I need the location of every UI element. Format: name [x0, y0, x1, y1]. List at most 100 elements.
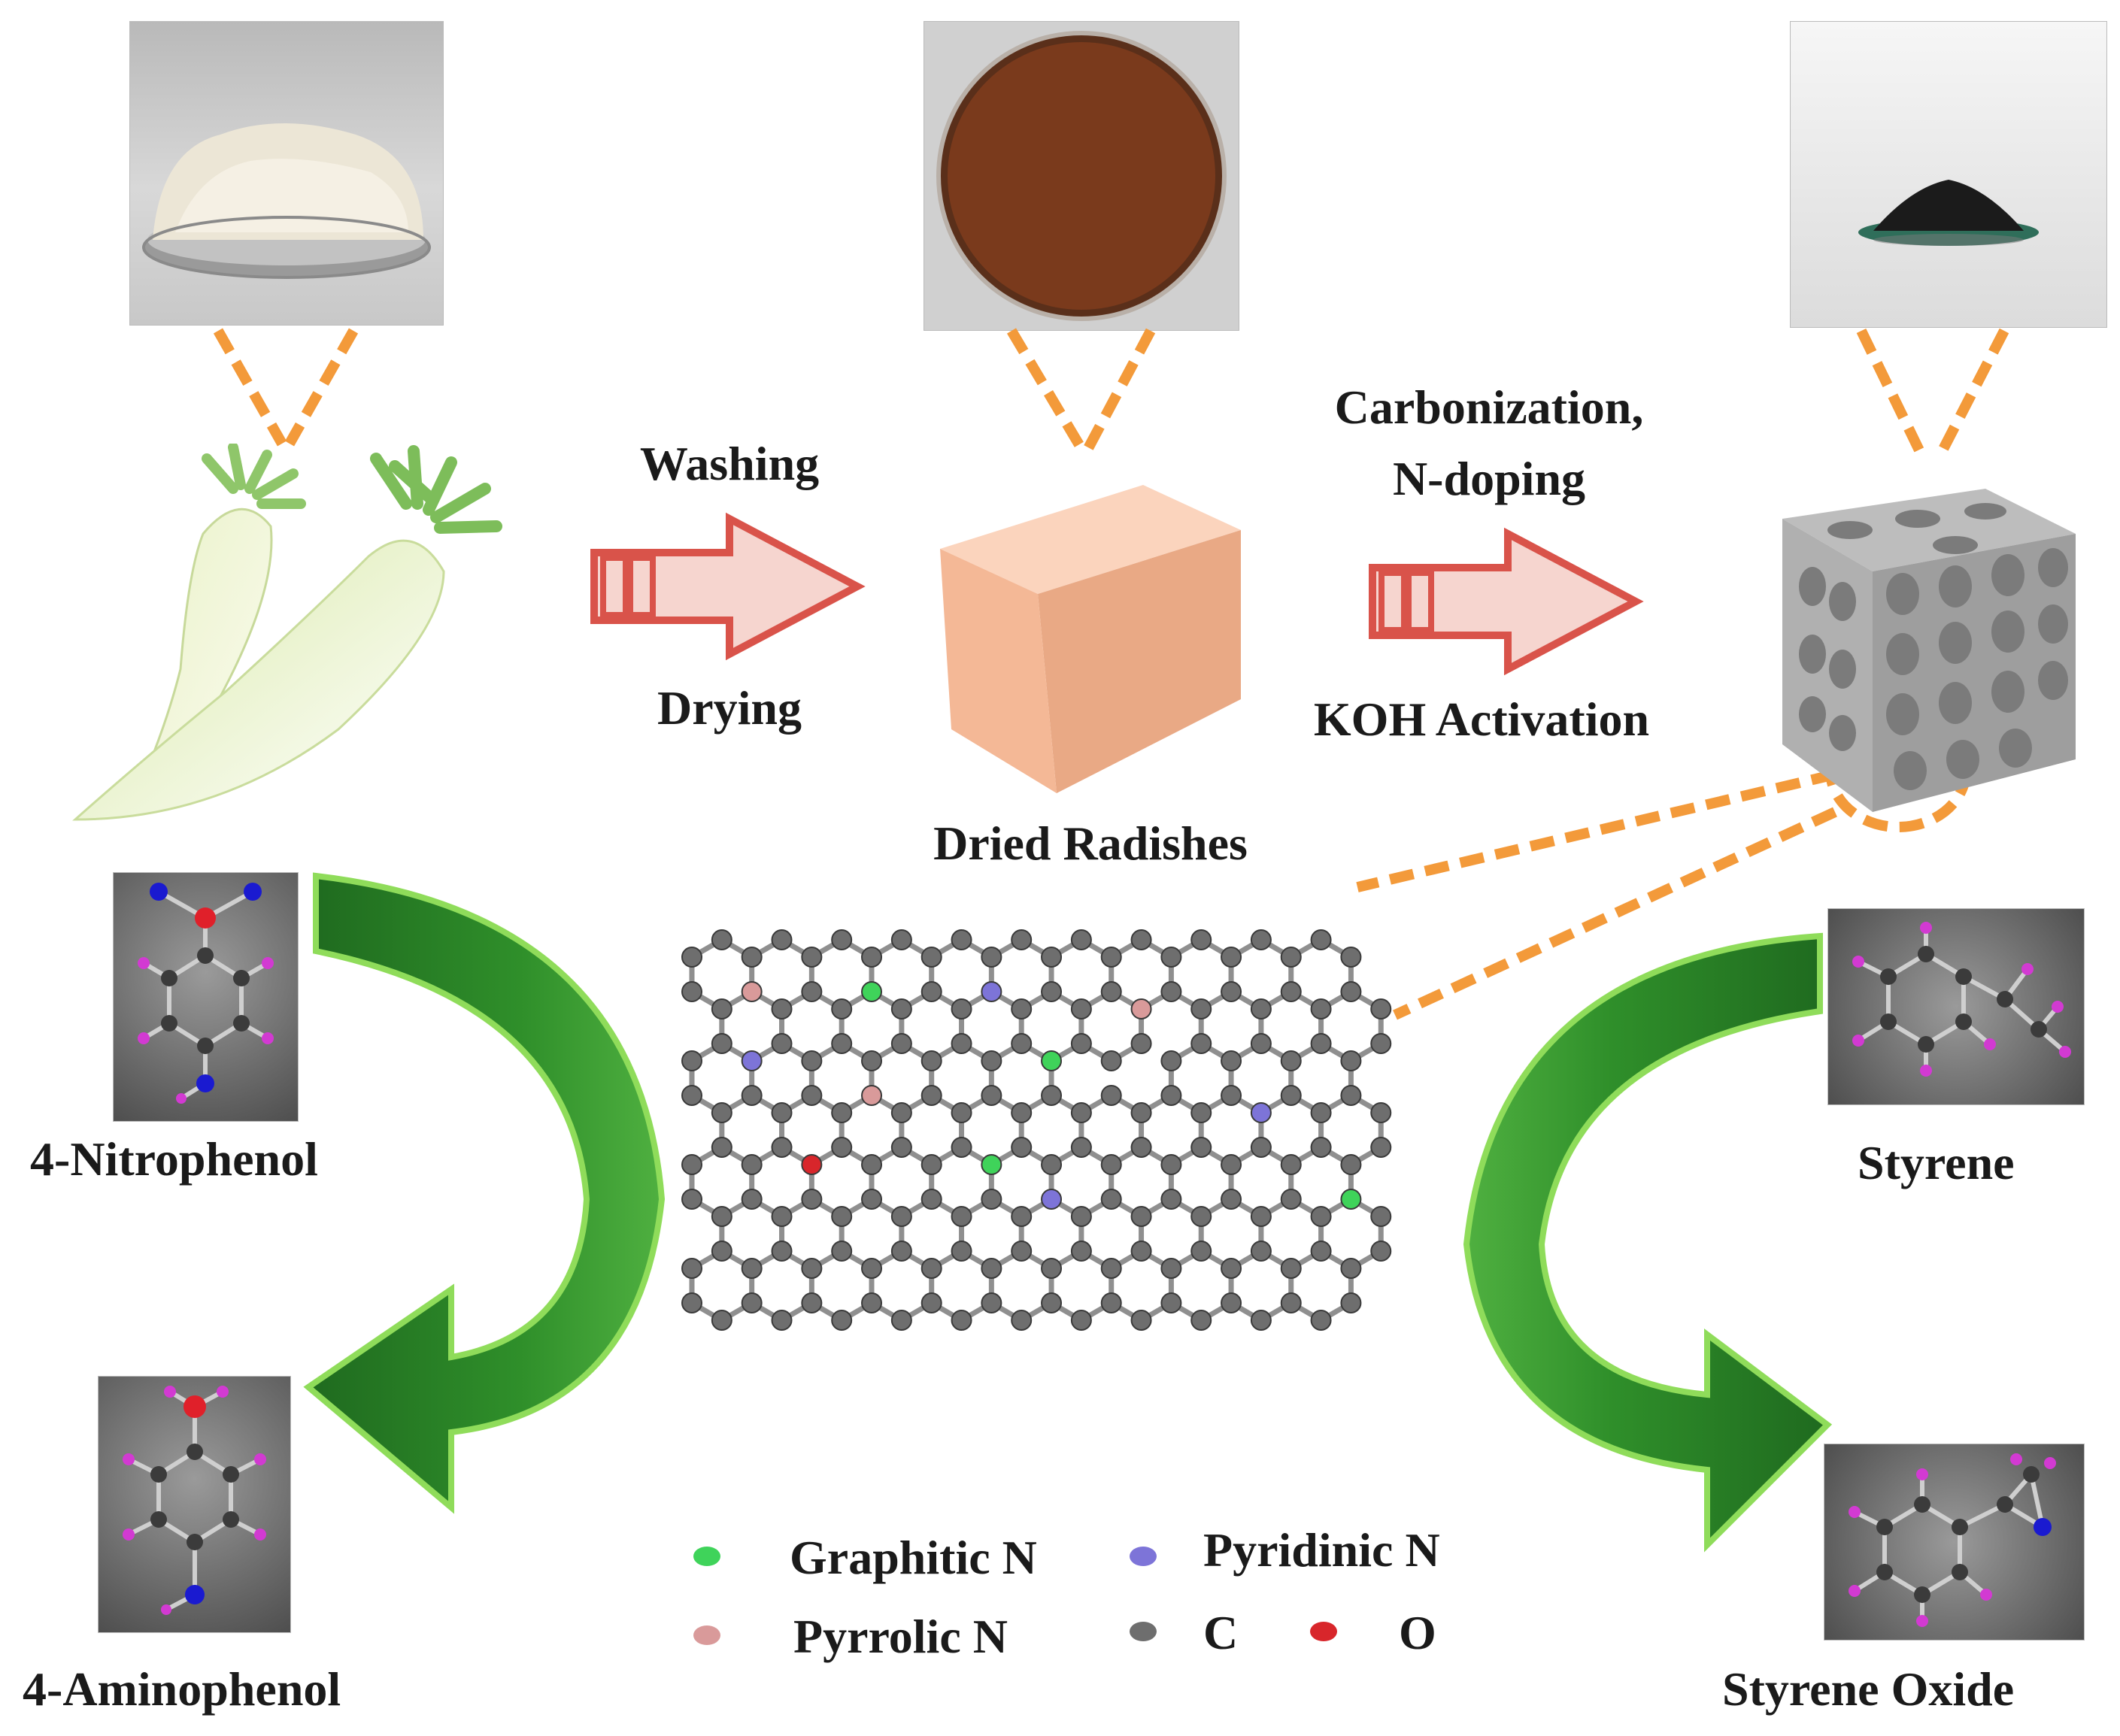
- lattice-atom: [1160, 1189, 1182, 1210]
- lattice-atom: [1340, 1085, 1362, 1106]
- styrene-oxide-structure: [1824, 1444, 2085, 1641]
- lattice-atom: [1070, 1241, 1092, 1262]
- lattice-atom: [831, 1033, 853, 1054]
- lattice-atom: [831, 929, 853, 950]
- lattice-atom: [681, 947, 702, 968]
- lattice-atom: [1280, 1085, 1302, 1106]
- lattice-atom: [1250, 1206, 1272, 1227]
- lattice-atom: [1011, 929, 1033, 950]
- lattice-atom: [681, 1154, 702, 1175]
- lattice-atom: [681, 1292, 702, 1313]
- lattice-atom: [1280, 1292, 1302, 1313]
- lattice-atom: [831, 1241, 853, 1262]
- lattice-atom: [1130, 1206, 1152, 1227]
- lattice-atom: [831, 998, 853, 1019]
- lattice-atom: [831, 1206, 853, 1227]
- lattice-atom: [861, 947, 883, 968]
- lattice-atom: [831, 1137, 853, 1158]
- lattice-atom: [920, 1292, 942, 1313]
- dried-radishes-label: Dried Radishes: [933, 816, 1248, 870]
- lattice-atom: [741, 947, 763, 968]
- lattice-atom: [1100, 1258, 1122, 1279]
- lattice-atom: [890, 929, 912, 950]
- lattice-atom: [741, 1085, 763, 1106]
- lattice-atom: [981, 947, 1002, 968]
- lattice-atom: [1130, 929, 1152, 950]
- lattice-atom: [1011, 1310, 1033, 1331]
- lattice-atom: [711, 998, 732, 1019]
- lattice-atom: [1041, 1258, 1063, 1279]
- lattice-atom: [861, 1189, 883, 1210]
- lattice-atom: [981, 1050, 1002, 1071]
- lattice-atom: [890, 1137, 912, 1158]
- lattice-atom: [1011, 1102, 1033, 1123]
- lattice-atom: [831, 1102, 853, 1123]
- photo-carbon-powder: [1790, 21, 2107, 328]
- lattice-atom: [1250, 1310, 1272, 1331]
- lattice-atom: [1130, 1310, 1152, 1331]
- lattice-atom: [1340, 1050, 1362, 1071]
- lattice-atom: [1221, 1154, 1242, 1175]
- lattice-atom: [1190, 1033, 1212, 1054]
- lattice-atom: [1250, 998, 1272, 1019]
- dried-radish-cube: [940, 485, 1241, 793]
- lattice-atom: [711, 1310, 732, 1331]
- lattice-atom: [1011, 1033, 1033, 1054]
- lattice-atom: [1250, 929, 1272, 950]
- lattice-atom: [981, 1189, 1002, 1210]
- n-doped-carbon-lattice: [681, 929, 1392, 1331]
- lattice-atom: [861, 981, 883, 1002]
- lattice-atom: [1070, 1206, 1092, 1227]
- lattice-atom: [1250, 1137, 1272, 1158]
- photo-dried-powder: [924, 21, 1239, 331]
- legend-carbon-label: C: [1203, 1606, 1239, 1659]
- lattice-atom: [1130, 1241, 1152, 1262]
- step-koh-label: KOH Activation: [1313, 692, 1650, 746]
- lattice-atom: [681, 1085, 702, 1106]
- process-arrow-1: [590, 512, 866, 661]
- lattice-atom: [1370, 1241, 1392, 1262]
- step-drying-label: Drying: [657, 681, 802, 735]
- lattice-atom: [890, 1206, 912, 1227]
- lattice-atom: [951, 1206, 972, 1227]
- lattice-atom: [1100, 1154, 1122, 1175]
- lattice-atom: [1011, 998, 1033, 1019]
- lattice-atom: [890, 1241, 912, 1262]
- lattice-atom: [1280, 1050, 1302, 1071]
- lattice-atom: [831, 1310, 853, 1331]
- legend-pyrrolic-n-label: Pyrrolic N: [793, 1610, 1008, 1663]
- lattice-atom: [1130, 998, 1152, 1019]
- lattice-atom: [771, 929, 793, 950]
- lattice-atom: [920, 1085, 942, 1106]
- lattice-atom: [1280, 1258, 1302, 1279]
- lattice-atom: [1370, 1137, 1392, 1158]
- lattice-atom: [801, 981, 823, 1002]
- lattice-atom: [981, 981, 1002, 1002]
- styrene-oxide-label: Styrene Oxide: [1722, 1662, 2015, 1716]
- lattice-atom: [711, 1241, 732, 1262]
- legend-carbon-marker: [1128, 1620, 1158, 1643]
- lattice-atom: [890, 998, 912, 1019]
- lattice-atom: [1100, 1050, 1122, 1071]
- process-arrow-2: [1369, 527, 1644, 676]
- legend-graphitic-n-label: Graphitic N: [790, 1531, 1037, 1584]
- lattice-atom: [1340, 1258, 1362, 1279]
- lattice-atom: [801, 947, 823, 968]
- lattice-atom: [771, 998, 793, 1019]
- lattice-atom: [1190, 1102, 1212, 1123]
- lattice-atom: [951, 998, 972, 1019]
- lattice-atom: [861, 1085, 883, 1106]
- lattice-atom: [1100, 1292, 1122, 1313]
- lattice-atom: [1310, 998, 1332, 1019]
- lattice-atom: [1280, 1189, 1302, 1210]
- lattice-atom: [920, 1154, 942, 1175]
- lattice-atom: [1221, 1189, 1242, 1210]
- lattice-atom: [1310, 1206, 1332, 1227]
- lattice-atom: [861, 1154, 883, 1175]
- lattice-atom: [951, 1033, 972, 1054]
- lattice-atom: [1190, 1310, 1212, 1331]
- legend: Graphitic N Pyridinic N Pyrrolic N C O: [677, 1523, 1542, 1680]
- lattice-atom: [920, 981, 942, 1002]
- lattice-atom: [1370, 998, 1392, 1019]
- lattice-atom: [681, 1189, 702, 1210]
